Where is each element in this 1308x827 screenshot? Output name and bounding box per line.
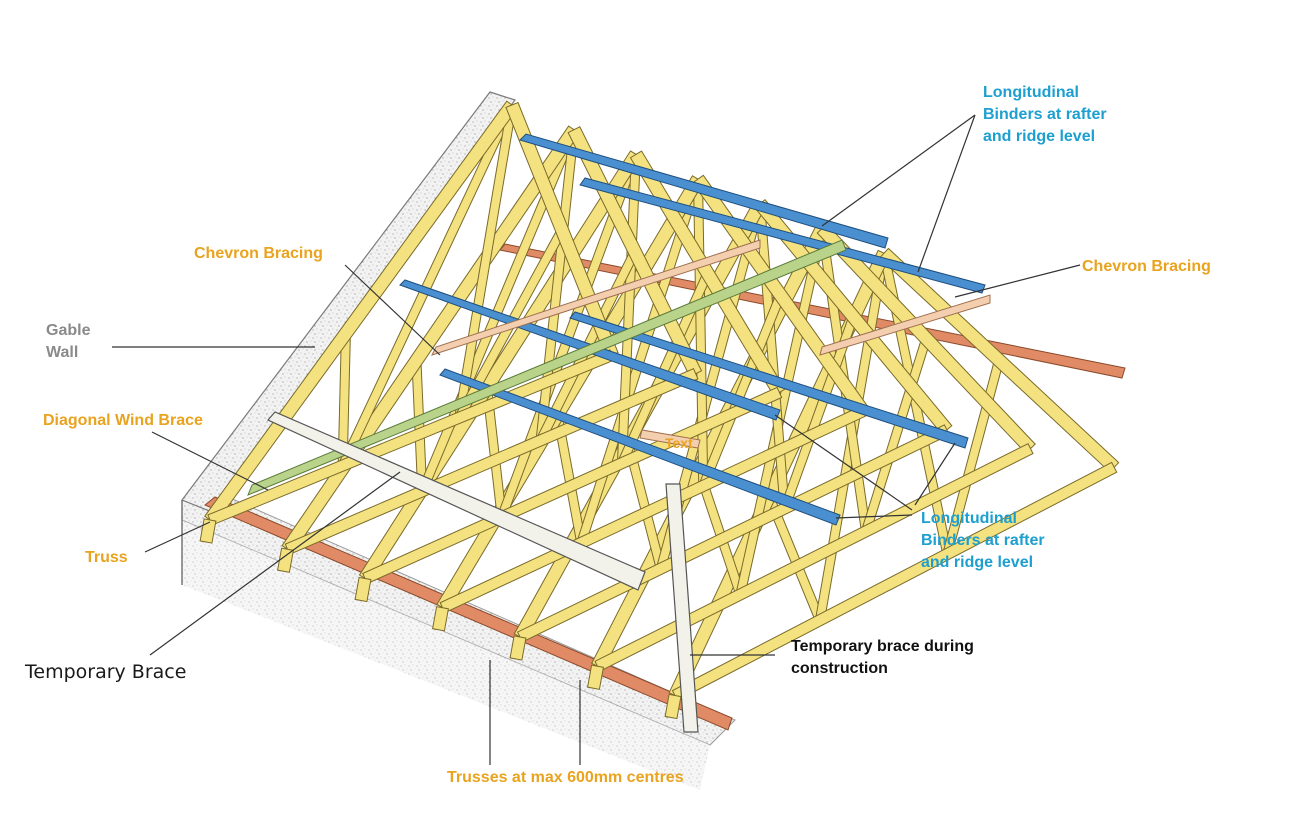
label-chevron-bracing-left: Chevron Bracing xyxy=(194,245,323,262)
leader-chevron-right xyxy=(954,264,1081,298)
gable-wall-face xyxy=(181,91,516,513)
leader-wind-brace xyxy=(151,431,269,491)
diagonal-wind-brace xyxy=(247,239,847,496)
temporary-brace xyxy=(267,411,646,591)
label-binders-top-line3: and ridge level xyxy=(983,128,1096,145)
leader-lines xyxy=(112,114,1081,765)
chevron-brace-center xyxy=(639,429,701,449)
label-binders-bottom: Longitudinal Binders at rafter and ridge… xyxy=(921,508,1045,574)
truss-foot xyxy=(664,693,682,720)
label-gable-wall-line1: Gable xyxy=(46,322,91,339)
truss-foot xyxy=(509,635,527,661)
truss-ceiling-tie xyxy=(594,443,1034,672)
label-diagonal-wind-brace: Diagonal Wind Brace xyxy=(43,412,203,429)
label-gable-wall: Gable Wall xyxy=(46,320,90,364)
truss-foot xyxy=(277,547,294,573)
wall-front-face xyxy=(182,520,710,790)
truss-foot xyxy=(432,606,449,632)
label-trusses-centres: Trusses at max 600mm centres xyxy=(447,769,684,786)
leader-chevron-left xyxy=(344,264,441,356)
gable-wall xyxy=(181,91,516,513)
label-temp-brace-construction-line2: construction xyxy=(791,660,888,677)
label-temp-brace-construction: Temporary brace during construction xyxy=(791,636,974,680)
label-text-placeholder: Text xyxy=(665,435,693,451)
leader-binders-bottom-3 xyxy=(835,514,913,519)
label-binders-top-line1: Longitudinal xyxy=(983,84,1079,101)
upper-rafter-binder xyxy=(579,177,986,294)
temporary-brace-vertical xyxy=(665,483,699,733)
ridge-binder xyxy=(519,133,889,249)
label-binders-bottom-line3: and ridge level xyxy=(921,554,1034,571)
truss-foot xyxy=(587,664,604,690)
label-chevron-bracing-right: Chevron Bracing xyxy=(1082,258,1211,275)
truss-foot xyxy=(354,576,372,603)
leader-temp-brace xyxy=(149,471,401,656)
leader-binders-bottom-1 xyxy=(774,414,913,511)
leader-binders-bottom-2 xyxy=(914,442,956,506)
label-temp-brace-construction-line1: Temporary brace during xyxy=(791,638,974,655)
label-binders-top-line2: Binders at rafter xyxy=(983,106,1107,123)
truss-ceiling-tie xyxy=(284,368,699,555)
truss-rafter-right xyxy=(878,247,1120,473)
label-truss: Truss xyxy=(85,549,128,566)
leader-binders-top-2 xyxy=(917,114,976,273)
label-temporary-brace: Temporary Brace xyxy=(25,661,187,683)
label-gable-wall-line2: Wall xyxy=(46,344,79,361)
label-binders-bottom-line2: Binders at rafter xyxy=(921,532,1045,549)
truss-rafter-right xyxy=(505,101,619,359)
ceiling-binder-mid xyxy=(569,311,969,449)
chevron-brace-right xyxy=(819,294,991,356)
leader-binders-top-1 xyxy=(821,114,976,227)
label-binders-bottom-line1: Longitudinal xyxy=(921,510,1017,527)
truss-ceiling-tie xyxy=(671,461,1118,702)
label-binders-top: Longitudinal Binders at rafter and ridge… xyxy=(983,82,1107,148)
ceiling-binder-lower xyxy=(439,368,841,526)
leader-truss xyxy=(144,521,211,553)
